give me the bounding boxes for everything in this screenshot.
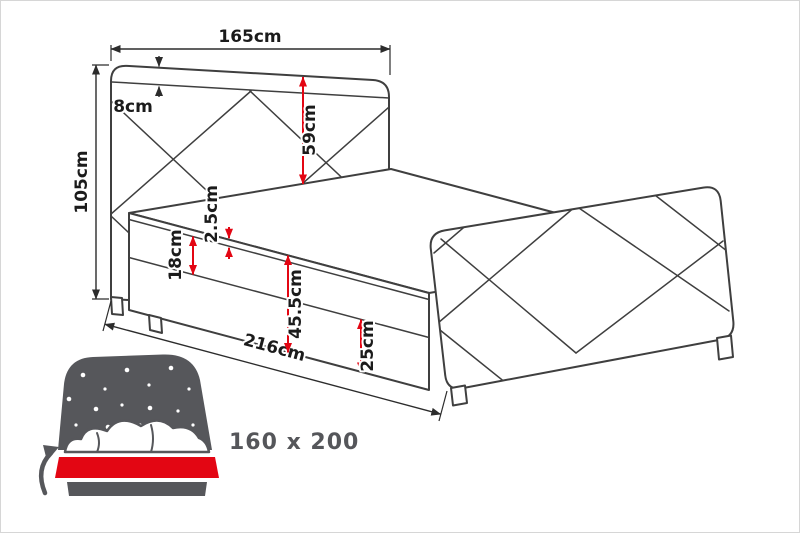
- dimension-label-top-width: 165cm: [218, 27, 281, 47]
- headboard-frame-line: [111, 81, 390, 99]
- dimension-label-mattress-thickness: 18cm: [166, 229, 186, 280]
- dimension-label-total-height: 105cm: [72, 150, 92, 213]
- dimension-mattress-thickness: 18cm: [164, 227, 197, 283]
- bed-size-label: 160 x 200: [229, 430, 359, 455]
- icon-duvet-fold: [150, 424, 154, 453]
- storage-bed-icon: [38, 354, 219, 496]
- topper-seam-line: [128, 218, 430, 301]
- dimension-frame-thickness: 8cm: [111, 56, 163, 119]
- icon-duvet: [63, 419, 211, 454]
- dimension-label-topper-thickness: 2.5cm: [202, 185, 222, 243]
- bed-leg: [450, 384, 468, 407]
- bed-leg: [716, 334, 734, 361]
- icon-lift-arrow: [38, 445, 59, 496]
- dimension-top-width: 165cm: [110, 25, 391, 75]
- icon-storage-box: [55, 457, 219, 478]
- dimension-total-height: 105cm: [70, 64, 109, 300]
- bed-leg: [148, 314, 163, 334]
- dimension-topper-thickness: 2.5cm: [200, 183, 233, 259]
- dimension-label-side-height: 45.5cm: [286, 269, 306, 339]
- dimension-label-frame-thickness: 8cm: [113, 97, 153, 117]
- dimension-side-height: 45.5cm: [284, 255, 308, 353]
- dimension-label-headboard-height: 59cm: [300, 104, 320, 155]
- dimension-label-footboard-height: 25cm: [358, 320, 378, 371]
- icon-duvet-fold: [96, 432, 100, 453]
- bed-leg: [110, 296, 124, 316]
- dimension-footboard-height: 25cm: [356, 318, 380, 373]
- icon-headboard: [58, 354, 212, 450]
- dimension-headboard-height: 59cm: [298, 76, 322, 185]
- icon-bed-base: [67, 482, 207, 496]
